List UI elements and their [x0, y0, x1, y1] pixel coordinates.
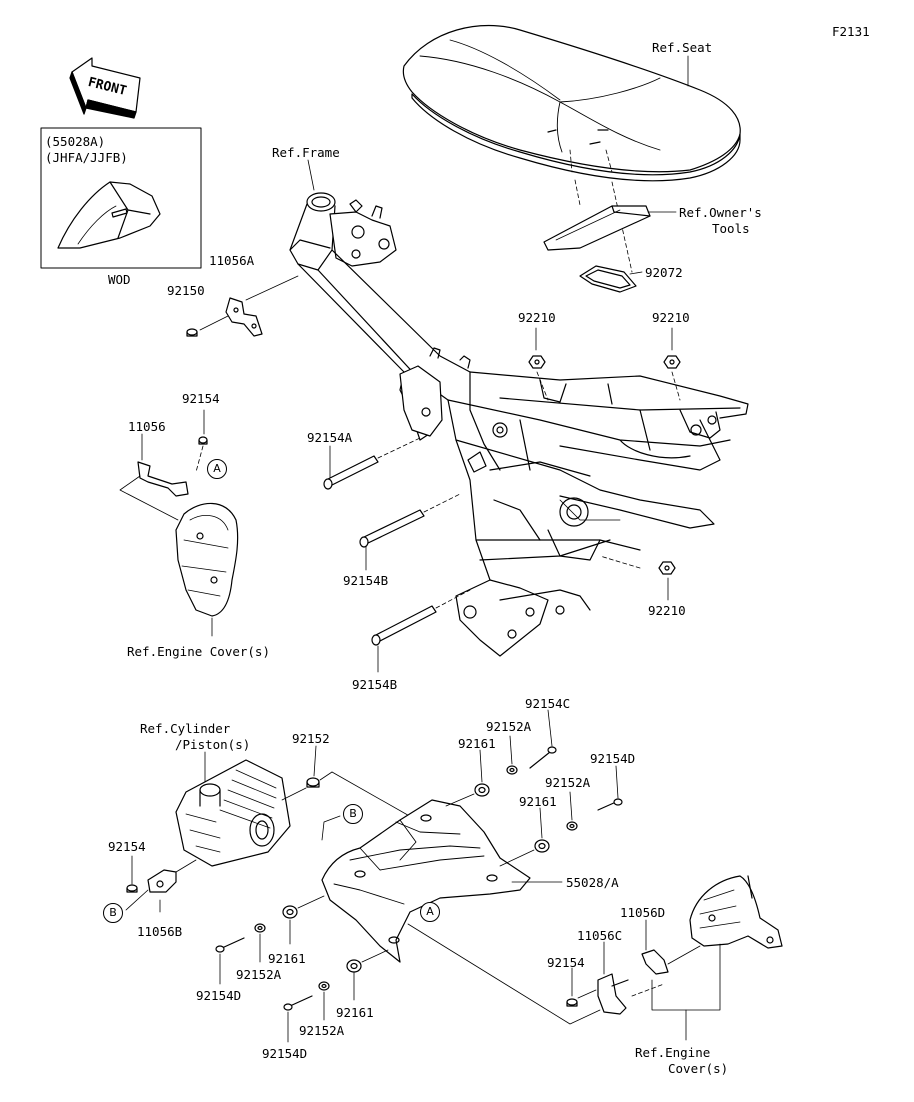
collar-92152A-icon [255, 924, 265, 932]
part-92210-label-2: 92210 [652, 310, 690, 325]
ref-engine-cover-right-line-2: Cover(s) [668, 1061, 729, 1076]
bolt-92154A-icon [324, 456, 378, 489]
bolt-92154D-icon [598, 799, 622, 810]
bracket-11056C-icon [598, 974, 628, 1014]
callout-a-lower: A [420, 902, 440, 922]
part-92210-label-1: 92210 [518, 310, 556, 325]
part-92161-label-4: 92161 [336, 1005, 374, 1020]
part-92210-label-3: 92210 [648, 603, 686, 618]
part-11056-label: 11056 [128, 419, 166, 434]
inset-code-line-1: (55028A) [45, 134, 106, 149]
part-92152A-label-4: 92152A [299, 1023, 345, 1038]
grommet-92161-icon [347, 960, 361, 972]
part-92154B-label-2: 92154B [352, 677, 398, 692]
part-92154-label-1: 92154 [182, 391, 220, 406]
nut-92210-icon [529, 356, 545, 368]
part-92154D-label-3: 92154D [262, 1046, 308, 1061]
part-92154B-label-1: 92154B [343, 573, 389, 588]
part-11056A-label: 11056A [209, 253, 255, 268]
inset-caption: WOD [108, 272, 131, 287]
part-92154A-label: 92154A [307, 430, 353, 445]
grommet-92161-icon [283, 906, 297, 918]
bracket-11056-icon [138, 462, 188, 496]
bolt-92154-small-icon [127, 885, 137, 892]
ref-cylinder-line-1: Ref.Cylinder [140, 721, 231, 736]
part-92161-label-2: 92161 [519, 794, 557, 809]
engine-cover-left-icon [176, 503, 238, 616]
bracket-11056A-icon [226, 298, 262, 336]
part-11056C-label: 11056C [577, 928, 623, 943]
callout-a-upper: A [207, 459, 227, 479]
part-92154C-label: 92154C [525, 696, 571, 711]
part-11056B-label: 11056B [137, 924, 183, 939]
ref-engine-cover-right-line-1: Ref.Engine [635, 1045, 711, 1060]
nut-92210-icon [659, 562, 675, 574]
part-92072-label: 92072 [645, 265, 683, 280]
part-55028A-label: 55028/A [566, 875, 619, 890]
inset-cover-icon [58, 182, 160, 248]
bolt-92154D-icon [284, 996, 312, 1010]
tool-bag-icon [544, 206, 650, 250]
bolt-92154B-icon [360, 510, 424, 547]
collar-92152A-icon [567, 822, 577, 830]
bolt-92154C-icon [530, 747, 556, 768]
bolt-92154-small-icon [199, 437, 207, 444]
inset-code-line-2: (JHFA/JJFB) [45, 150, 128, 165]
grommet-92161-icon [475, 784, 489, 796]
bracket-11056D-icon [642, 950, 668, 974]
grommet-92161-icon [535, 840, 549, 852]
part-92152A-label-3: 92152A [236, 967, 282, 982]
collar-92152A-icon [319, 982, 329, 990]
ref-cylinder-line-2: /Piston(s) [175, 737, 251, 752]
part-92161-label-3: 92161 [268, 951, 306, 966]
part-92161-label-1: 92161 [458, 736, 496, 751]
page-code: F2131 [832, 24, 870, 39]
bracket-11056B-icon [148, 870, 176, 892]
nut-92210-icon [664, 356, 680, 368]
part-92154-label-3: 92154 [547, 955, 585, 970]
ref-frame-label: Ref.Frame [272, 145, 340, 160]
collar-92152-icon [307, 778, 319, 787]
engine-cover-right-icon [690, 876, 782, 948]
bolt-92154D-icon [216, 938, 244, 952]
callout-b-center: B [343, 804, 363, 824]
callout-b-left: B [103, 903, 123, 923]
seat-icon [403, 26, 740, 181]
part-92152A-label-2: 92152A [545, 775, 591, 790]
collar-92152A-icon [507, 766, 517, 774]
bolt-92154-small-icon [567, 999, 577, 1006]
front-arrow-icon [70, 58, 140, 118]
part-92150-label: 92150 [167, 283, 205, 298]
bolt-92150-icon [187, 329, 197, 336]
ref-owners-tools-line-2: Tools [712, 221, 750, 236]
part-92152A-label-1: 92152A [486, 719, 532, 734]
strap-icon [580, 266, 636, 292]
part-92154-label-2: 92154 [108, 839, 146, 854]
ref-owners-tools-line-1: Ref.Owner's [679, 205, 762, 220]
engine-guard-cover-icon [322, 800, 530, 962]
ref-engine-cover-left-label: Ref.Engine Cover(s) [127, 644, 270, 659]
frame-icon [290, 193, 748, 656]
cylinder-icon [176, 760, 290, 866]
bolt-92154B-lower-icon [372, 606, 436, 645]
inset-box [41, 128, 201, 268]
part-92154D-label-1: 92154D [590, 751, 636, 766]
ref-seat-label: Ref.Seat [652, 40, 713, 55]
part-92154D-label-2: 92154D [196, 988, 242, 1003]
part-11056D-label: 11056D [620, 905, 666, 920]
part-92152-label: 92152 [292, 731, 330, 746]
